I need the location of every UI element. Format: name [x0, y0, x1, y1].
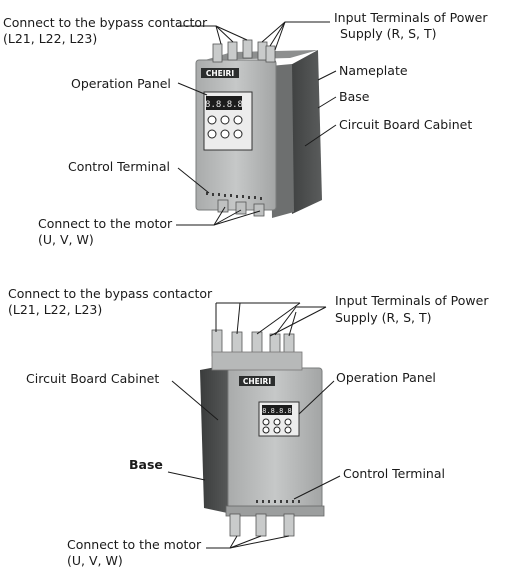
top-brand-logo: CHEIRI — [206, 69, 234, 78]
top-input-supply: Supply (R, S, T) — [340, 26, 436, 41]
bottom-panel-buttons — [262, 418, 292, 434]
bottom-control-terminal — [256, 500, 300, 503]
bottom-motor-terminals — [229, 513, 295, 537]
top-input-label: Input Terminals of Power — [334, 10, 488, 25]
bottom-brand-logo: CHEIRI — [243, 377, 271, 386]
top-control-terminal-label: Control Terminal — [68, 159, 170, 174]
bottom-leader-lines — [167, 302, 341, 549]
top-leader-lines — [176, 21, 337, 226]
bottom-input-label: Input Terminals of Power — [335, 293, 489, 308]
bottom-cabinet-label: Circuit Board Cabinet — [26, 371, 159, 386]
top-panel-buttons — [207, 115, 243, 139]
bottom-top-cover — [211, 351, 303, 371]
bottom-base-label: Base — [129, 457, 163, 472]
top-nameplate-label: Nameplate — [339, 63, 408, 78]
bottom-bypass-terminals: (L21, L22, L23) — [8, 302, 102, 317]
bottom-operation-panel-label: Operation Panel — [336, 370, 436, 385]
bottom-display — [262, 405, 292, 415]
top-device: CHEIRI 8.8.8.8 — [195, 39, 322, 218]
bottom-cabinet-shape — [200, 364, 232, 514]
bottom-control-terminal-label: Control Terminal — [343, 466, 445, 481]
bottom-motor-terminals-label: (U, V, W) — [67, 553, 123, 568]
bottom-bypass-label: Connect to the bypass contactor — [8, 286, 213, 301]
bottom-brand-plate — [239, 376, 275, 386]
bottom-base-plate — [225, 505, 325, 517]
top-motor-terminals — [217, 199, 265, 217]
bottom-display-digits: 8.8.8.8 — [262, 407, 292, 415]
bottom-motor-label: Connect to the motor — [67, 537, 202, 552]
top-cabinet-label: Circuit Board Cabinet — [339, 117, 472, 132]
bottom-input-supply: Supply (R, S, T) — [335, 310, 431, 325]
top-control-terminal — [206, 192, 262, 200]
top-bypass-label: Connect to the bypass contactor — [3, 15, 208, 30]
bottom-front-face — [227, 367, 323, 509]
top-base-shape — [285, 50, 322, 214]
top-display — [206, 96, 242, 110]
top-brand-plate — [201, 68, 239, 78]
top-motor-terminals-label: (U, V, W) — [38, 232, 94, 247]
bottom-device: CHEIRI 8.8.8.8 — [200, 329, 325, 537]
top-display-digits: 8.8.8.8 — [205, 100, 243, 110]
top-input-terminals — [212, 39, 276, 63]
top-operation-panel-label: Operation Panel — [71, 76, 171, 91]
top-bypass-terminals: (L21, L22, L23) — [3, 31, 97, 46]
top-motor-label: Connect to the motor — [38, 216, 173, 231]
top-base-label: Base — [339, 89, 370, 104]
